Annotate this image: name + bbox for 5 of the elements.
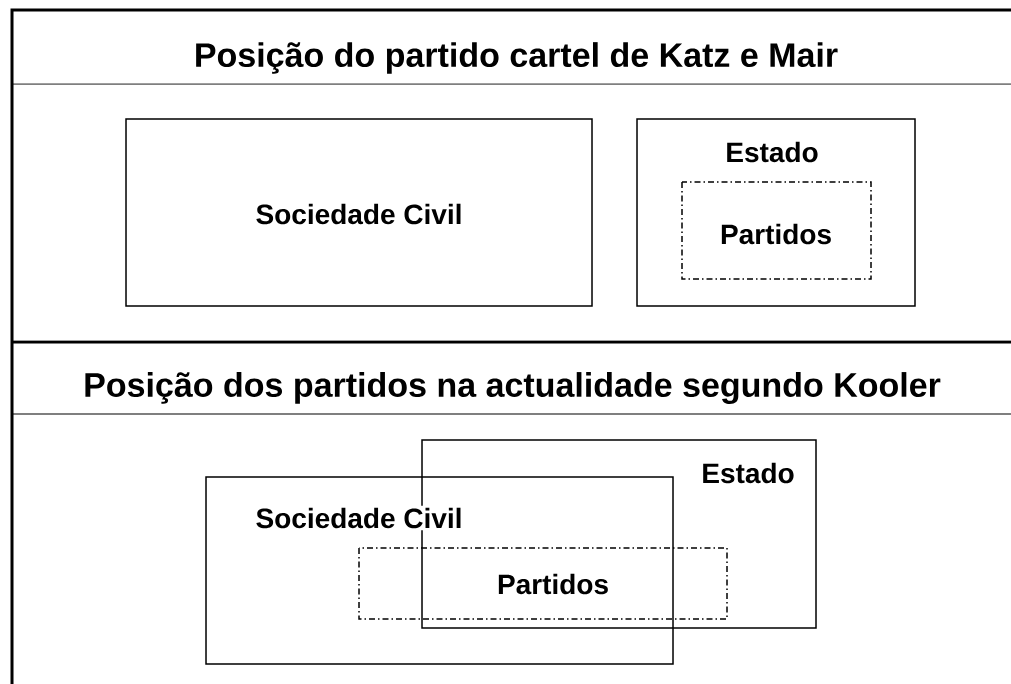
region-box: Sociedade Civil [125,118,593,307]
section-heading: Posição dos partidos na actualidade segundo Kooler [85,372,941,404]
dashed-region-box: Partidos [681,181,872,280]
section-heading: Posição do partido cartel de Katz e Mair [196,42,838,74]
dashed-region-box: Partidos [358,547,728,620]
